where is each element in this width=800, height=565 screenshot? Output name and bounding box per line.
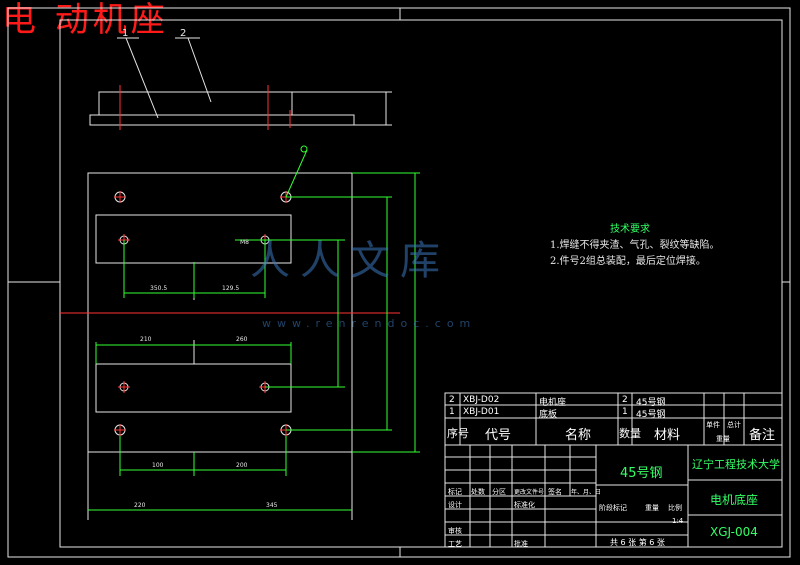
dim-1: 350.5	[150, 285, 167, 292]
dim-8: 345	[266, 502, 278, 509]
tb-label-approve: 批准	[514, 540, 528, 548]
tb-label-date: 年、月、日	[571, 489, 602, 496]
tb-label-design: 设计	[448, 501, 462, 509]
dim-thread: M8	[240, 239, 249, 246]
bom-row-material: 45号钢	[636, 410, 666, 420]
bom-header-weight: 重量	[716, 435, 730, 443]
side-view	[89, 85, 392, 130]
bom-header-name: 名称	[565, 428, 592, 443]
bom-header-no: 序号	[447, 427, 469, 440]
tb-label-count: 处数	[471, 488, 485, 496]
technical-requirements: 技术要求 1.焊缝不得夹渣、气孔、裂纹等缺陷。 2.件号2组总装配，最后定位焊接…	[550, 222, 720, 270]
dim-6: 200	[236, 462, 248, 469]
dimension-texts: 350.5 129.5 210 260 100 200 220 345 M8	[134, 239, 278, 509]
plan-view	[87, 172, 353, 520]
bom-row-name: 底板	[539, 410, 558, 420]
tb-material: 45号钢	[620, 466, 663, 481]
bom-row-code: XBJ-D02	[463, 395, 500, 405]
tech-item-2: 2.件号2组总装配，最后定位焊接。	[550, 256, 706, 267]
bom-row-material: 45号钢	[636, 398, 666, 408]
bom-header-remark: 备注	[749, 428, 776, 443]
balloon-1: 1	[122, 28, 128, 39]
dim-7: 220	[134, 502, 146, 509]
bom-header-material: 材料	[654, 428, 681, 443]
bom-row-qty: 1	[622, 407, 628, 417]
dim-4: 260	[236, 336, 248, 343]
tb-label-ratio: 比例	[668, 504, 682, 512]
bom-row-qty: 2	[622, 395, 628, 405]
bom-header-total: 总计	[727, 421, 741, 429]
tb-part-name: 电机底座	[710, 493, 759, 507]
weld-symbol	[300, 145, 308, 153]
tb-label-change: 更改文件号	[514, 489, 545, 496]
tb-label-review: 审核	[448, 527, 462, 535]
bom-header-single: 单件	[706, 421, 720, 429]
watermark-text: 人人文库	[250, 238, 450, 284]
tb-scale: 1:4	[672, 517, 684, 525]
dim-2: 129.5	[222, 285, 239, 292]
dim-5: 100	[152, 462, 164, 469]
bom-row-no: 1	[449, 407, 455, 417]
tb-label-zone: 分区	[492, 488, 506, 496]
bom-header-code: 代号	[485, 428, 512, 443]
tech-item-1: 1.焊缝不得夹渣、气孔、裂纹等缺陷。	[550, 240, 720, 251]
bom-row-code: XBJ-D01	[463, 407, 500, 417]
tb-label-stage: 阶段标记	[599, 504, 627, 512]
drawing-frame	[7, 7, 791, 558]
tb-school: 辽宁工程技术大学	[692, 458, 780, 471]
tb-label-sign: 签名	[548, 488, 562, 496]
tb-label-weight: 重量	[645, 504, 659, 512]
dim-3: 210	[140, 336, 152, 343]
tech-heading: 技术要求	[610, 224, 650, 235]
tb-drawing-no: XGJ-004	[710, 525, 758, 539]
watermark-url: www.renrendoc.com	[262, 317, 477, 330]
dimension-lines	[88, 149, 420, 511]
tb-label-standard: 标准化	[514, 501, 535, 509]
tb-sheets: 共 6 张 第 6 张	[610, 538, 665, 547]
balloon-leaders	[117, 37, 212, 119]
tb-label-mark: 标记	[448, 488, 462, 496]
bom-header-qty: 数量	[619, 427, 641, 440]
tb-label-craft: 工艺	[448, 540, 462, 548]
bom-row-no: 2	[449, 395, 455, 405]
balloon-2: 2	[180, 28, 186, 39]
bom-row-name: 电机座	[539, 398, 567, 408]
title-block	[444, 392, 783, 548]
